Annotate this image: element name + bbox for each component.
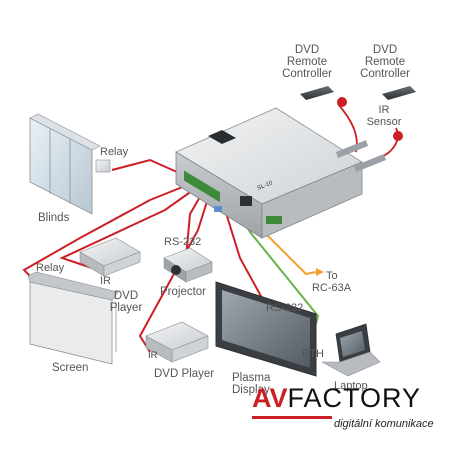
label-line: IR [362,104,406,116]
ir-1-label: IR [100,275,111,287]
label-line: To [308,270,360,282]
relay-cable-blinds [112,160,186,176]
dvd-remote-1-label: DVD Remote Controller [276,44,338,80]
brand-word: FACTORY [288,383,422,413]
controller-device: SL-10 [176,108,362,238]
remote-control-icon [300,86,347,107]
blinds-icon [30,114,110,214]
brand-name: AVFACTORY [252,378,421,418]
brand-prefix: AV [252,383,288,413]
label-line: DVD [104,290,148,302]
blinds-label: Blinds [38,212,69,224]
ethernet-port [240,196,252,206]
brand-underline [252,416,332,419]
ir-2-label: IR [148,350,158,362]
label-line: Controller [354,68,416,80]
to-rc63a-label: To RC-63A [308,270,360,294]
label-line: Sensor [362,116,406,128]
label-line: Remote [276,56,338,68]
dvd-remote-2-label: DVD Remote Controller [354,44,416,80]
label-line: Player [104,302,148,314]
brand-logo: AVFACTORY digitální komunikace [252,378,448,440]
label-line: DVD [354,44,416,56]
label-line: Remote [354,56,416,68]
laptop-icon [322,324,380,376]
ir-sensor-label: IR Sensor [362,104,406,128]
relay-blinds-label: Relay [100,146,128,158]
label-line: Controller [276,68,338,80]
relay-screen-label: Relay [36,262,64,274]
dvd-player-icon [80,238,140,276]
projector-label: Projector [160,286,206,298]
brand-tagline: digitální komunikace [334,418,434,430]
label-line: DVD [276,44,338,56]
remote-control-icon [382,86,416,100]
label-line: RC-63A [308,282,360,294]
rs232-plasma-label: RS-232 [266,302,303,314]
dvd-player-1-label: DVD Player [104,290,148,314]
dvd-player-2-label: DVD Player [154,368,214,380]
rs232-projector-label: RS-232 [164,236,201,248]
screen-label: Screen [52,362,88,374]
eth-label: ETH [302,348,324,360]
